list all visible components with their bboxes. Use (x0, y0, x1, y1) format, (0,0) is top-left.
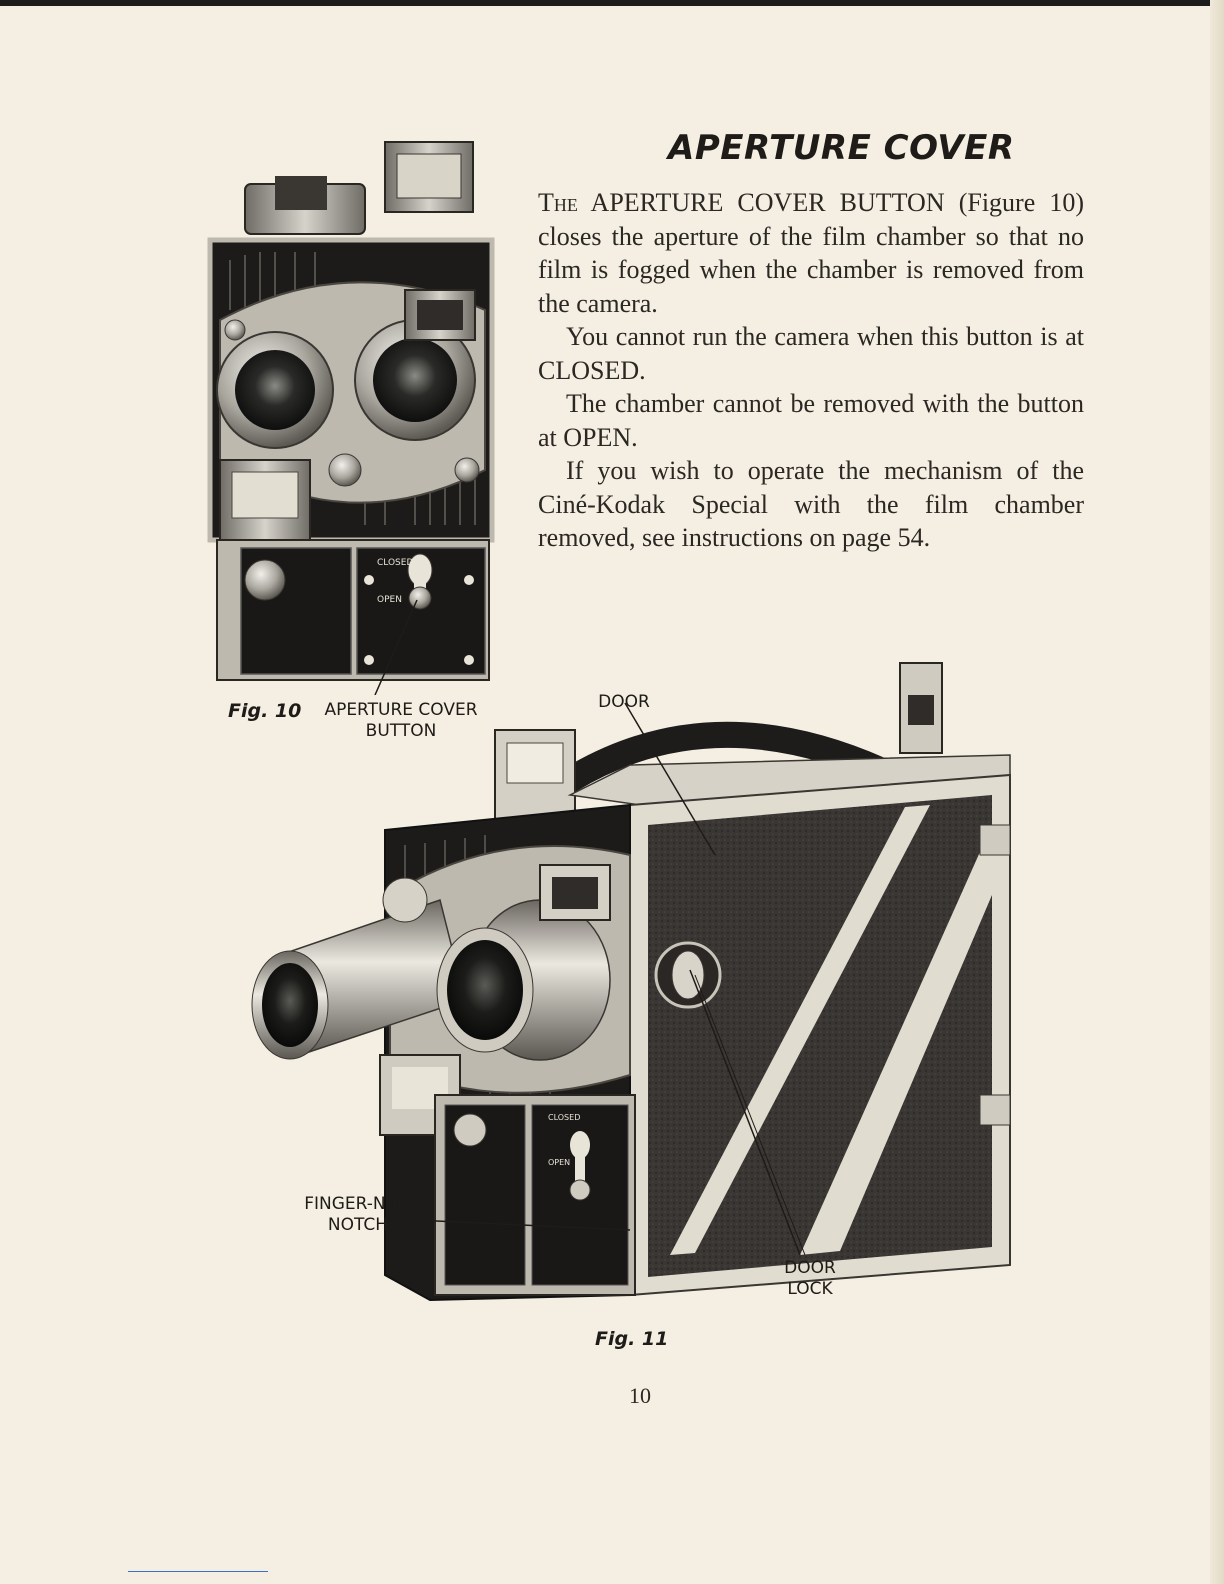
fig10-plate-closed-label: CLOSED (377, 558, 413, 568)
callout-line-1: APERTURE COVER (324, 700, 478, 720)
fig11-plate-closed-label: CLOSED (548, 1113, 580, 1122)
figure-10-label: Fig. 10 (228, 700, 302, 722)
body-text: The APERTURE COVER BUTTON (Figure 10) cl… (538, 186, 1084, 555)
fig10-plate-open-label: OPEN (377, 595, 402, 605)
finger-nail-callout-line-1: FINGER-NAIL (304, 1194, 412, 1214)
door-lock-callout: DOOR LOCK (770, 1258, 850, 1300)
aperture-cover-button-callout: APERTURE COVER BUTTON (316, 700, 486, 742)
figure-10-caption: Fig. 10 APERTURE COVER BUTTON (228, 698, 498, 744)
finger-nail-callout-line-2: NOTCH (327, 1215, 389, 1235)
page-top-edge (0, 0, 1224, 6)
callout-line-2: BUTTON (365, 721, 437, 741)
door-lock-callout-line-1: DOOR (784, 1258, 836, 1278)
paragraph-2: You cannot run the camera when this butt… (538, 322, 1084, 385)
page-right-edge (1210, 0, 1224, 1584)
paragraph-1: The APERTURE COVER BUTTON (Figure 10) cl… (538, 186, 1084, 320)
paragraph-1-lead: The (538, 188, 578, 217)
figure-11-camera-side-photo: CLOSED OPEN (240, 655, 1020, 1305)
section-heading: APERTURE COVER (668, 128, 1015, 168)
paragraph-3: The chamber cannot be removed with the b… (538, 389, 1084, 452)
paragraph-1-rest: APERTURE COVER BUTTON (Figure 10) closes… (538, 188, 1084, 318)
door-callout: DOOR (598, 692, 650, 712)
page-number: 10 (629, 1383, 651, 1408)
bottom-rule (128, 1571, 268, 1572)
door-lock-callout-line-2: LOCK (787, 1279, 833, 1299)
paragraph-4: If you wish to operate the mechanism of … (538, 456, 1084, 552)
finger-nail-notch-callout: FINGER-NAIL NOTCH (288, 1194, 428, 1236)
figure-10-camera-front-photo: CLOSED OPEN (205, 140, 495, 695)
figure-11-label: Fig. 11 (595, 1328, 669, 1350)
fig11-plate-open-label: OPEN (548, 1158, 570, 1167)
